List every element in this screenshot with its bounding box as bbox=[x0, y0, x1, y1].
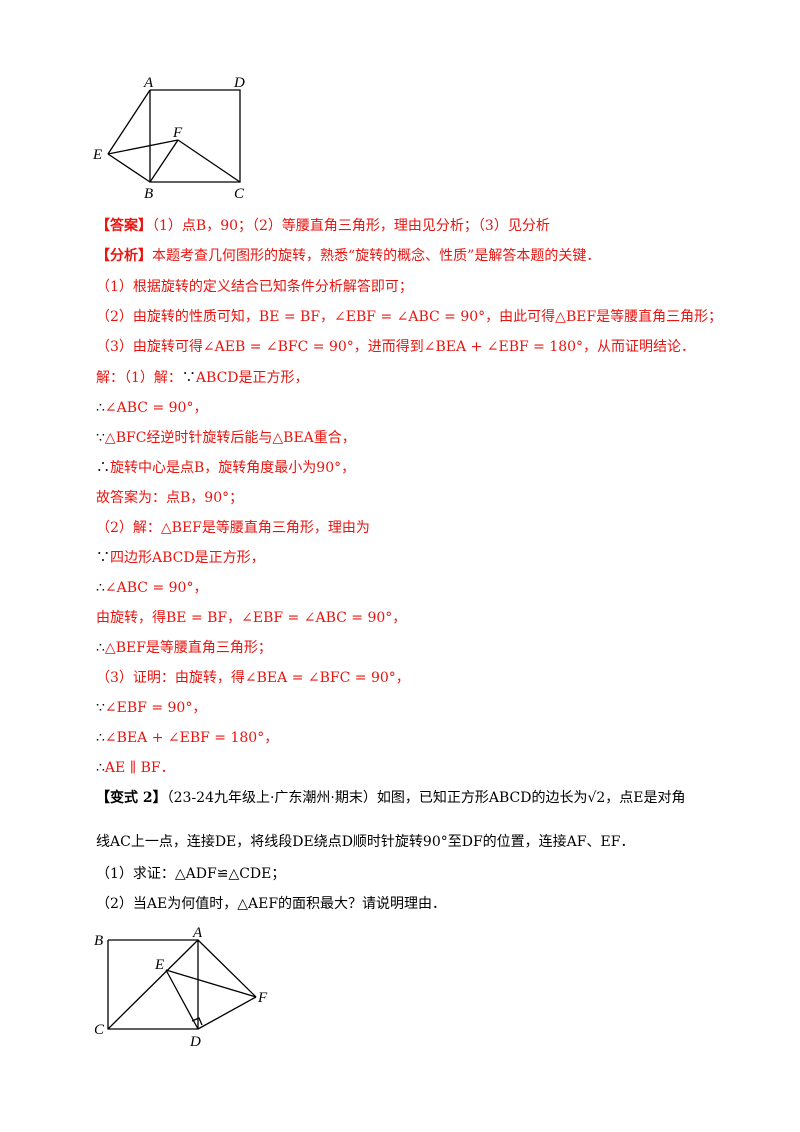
label-a-2: A bbox=[192, 925, 203, 941]
label-c: C bbox=[234, 186, 245, 202]
label-d-2: D bbox=[189, 1034, 201, 1050]
variant-q3: （1）求证：△ADF≌△CDE； bbox=[96, 866, 286, 882]
s1-rest: ABCD是正方形， bbox=[195, 370, 309, 386]
segment-fc bbox=[177, 139, 241, 183]
solution-s1: 解：（1）解：∵ABCD是正方形， bbox=[96, 368, 309, 388]
s2-rest: ∠ABC = 90°， bbox=[104, 400, 208, 416]
s12-sym: ∵ bbox=[96, 700, 105, 716]
analysis-text: 本题考查几何图形的旋转，熟悉“旋转的概念、性质”是解答本题的关键． bbox=[152, 248, 601, 264]
segment-eb bbox=[107, 153, 151, 183]
segment-ef-2 bbox=[165, 969, 257, 998]
label-f-2: F bbox=[257, 990, 268, 1006]
label-e-2: E bbox=[154, 957, 164, 973]
s14-sym: ∴ bbox=[96, 760, 105, 776]
s7-sym: ∵ bbox=[96, 550, 110, 566]
s13-rest: ∠BEA + ∠EBF = 180°， bbox=[104, 730, 279, 746]
figure-square-rotation: A D F E B C bbox=[92, 75, 245, 202]
label-d: D bbox=[233, 75, 245, 91]
s14-rest: AE ∥ BF． bbox=[104, 760, 175, 776]
label-c-2: C bbox=[94, 1022, 105, 1038]
solution-s3: ∵△BFC经逆时针旋转后能与△BEA重合， bbox=[96, 428, 356, 448]
square-abcd bbox=[149, 89, 241, 183]
s8-rest: ∠ABC = 90°， bbox=[104, 580, 208, 596]
label-b: B bbox=[144, 186, 153, 202]
s10-rest: △BEF是等腰直角三角形； bbox=[104, 640, 272, 656]
label-a: A bbox=[143, 75, 154, 91]
segment-ed bbox=[165, 969, 199, 1030]
label-e: E bbox=[92, 147, 102, 163]
figure-square-diagonal: B A E F C D bbox=[94, 925, 268, 1050]
solution-s10: ∴△BEF是等腰直角三角形； bbox=[96, 638, 272, 658]
analysis-p1: （1）根据旋转的定义结合已知条件分析解答即可； bbox=[96, 279, 413, 295]
s4-rest: 旋转中心是点B，旋转角度最小为90°， bbox=[110, 460, 356, 476]
solution-s4: ∴旋转中心是点B，旋转角度最小为90°， bbox=[96, 458, 355, 478]
solution-s14: ∴AE ∥ BF． bbox=[96, 758, 175, 778]
variant-q1-line: 【变式 2】（23-24九年级上·广东潮州·期末）如图，已知正方形ABCD的边长… bbox=[96, 788, 686, 808]
analysis-line: 【分析】本题考查几何图形的旋转，熟悉“旋转的概念、性质”是解答本题的关键． bbox=[96, 246, 600, 266]
s3-sym: ∵ bbox=[96, 430, 105, 446]
s4-sym: ∴ bbox=[96, 460, 110, 476]
variant-tag: 【变式 2】 bbox=[96, 790, 167, 806]
solution-s2: ∴∠ABC = 90°， bbox=[96, 398, 207, 418]
answer-tag: 【答案】 bbox=[96, 218, 152, 234]
solution-s13: ∴∠BEA + ∠EBF = 180°， bbox=[96, 728, 278, 748]
s12-rest: ∠EBF = 90°， bbox=[104, 700, 207, 716]
answer-line: 【答案】（1）点B，90；（2）等腰直角三角形，理由见分析；（3）见分析 bbox=[96, 216, 550, 236]
analysis-p2: （2）由旋转的性质可知，BE = BF，∠EBF = ∠ABC = 90°，由此… bbox=[96, 309, 723, 325]
label-f: F bbox=[172, 125, 183, 141]
s7-rest: 四边形ABCD是正方形， bbox=[110, 550, 265, 566]
variant-q2: 线AC上一点，连接DE，将线段DE绕点D顺时针旋转90°至DF的位置，连接AF、… bbox=[96, 834, 635, 850]
s1-prefix: 解：（1）解： bbox=[96, 370, 182, 386]
s8-sym: ∴ bbox=[96, 580, 105, 596]
solution-s6: （2）解：△BEF是等腰直角三角形，理由为 bbox=[96, 520, 370, 536]
variant-q1: （23-24九年级上·广东潮州·期末）如图，已知正方形ABCD的边长为√2，点E… bbox=[166, 790, 686, 806]
s1-because: ∵ bbox=[181, 370, 196, 386]
segment-df bbox=[197, 996, 257, 1030]
answer-text: （1）点B，90；（2）等腰直角三角形，理由见分析；（3）见分析 bbox=[152, 218, 550, 234]
s3-rest: △BFC经逆时针旋转后能与△BEA重合， bbox=[104, 430, 356, 446]
analysis-tag: 【分析】 bbox=[96, 248, 152, 264]
solution-s7: ∵四边形ABCD是正方形， bbox=[96, 548, 265, 568]
s2-sym: ∴ bbox=[96, 400, 105, 416]
solution-s9: 由旋转，得BE = BF，∠EBF = ∠ABC = 90°， bbox=[96, 610, 407, 626]
segment-ae bbox=[107, 89, 151, 155]
segment-af bbox=[197, 939, 257, 998]
solution-s11: （3）证明：由旋转，得∠BEA = ∠BFC = 90°， bbox=[96, 670, 410, 686]
s10-sym: ∴ bbox=[96, 640, 105, 656]
segment-ef bbox=[107, 139, 179, 155]
label-b-2: B bbox=[94, 933, 103, 949]
diagonal-ac bbox=[107, 939, 199, 1030]
solution-s8: ∴∠ABC = 90°， bbox=[96, 578, 207, 598]
analysis-p3: （3）由旋转可得∠AEB = ∠BFC = 90°，进而得到∠BEA + ∠EB… bbox=[96, 339, 696, 355]
solution-s5: 故答案为：点B，90°； bbox=[96, 490, 244, 506]
solution-s12: ∵∠EBF = 90°， bbox=[96, 698, 206, 718]
segment-bf bbox=[149, 139, 179, 183]
s13-sym: ∴ bbox=[96, 730, 105, 746]
right-angle-mark bbox=[191, 1017, 203, 1026]
variant-q4: （2）当AE为何值时，△AEF的面积最大？请说明理由． bbox=[96, 896, 447, 912]
